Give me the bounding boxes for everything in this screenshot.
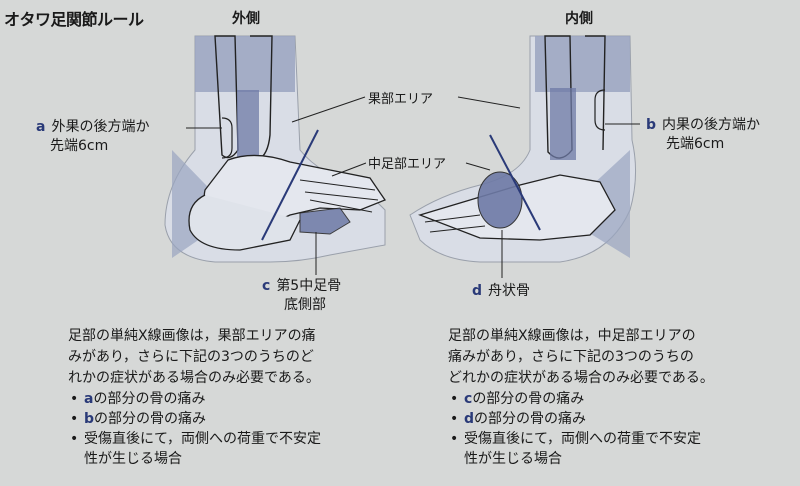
callout-b: b 内果の後方端か 先端6cm <box>646 116 760 154</box>
right-criteria-text-item: の部分の骨の痛み <box>472 391 584 407</box>
left-criteria-item: bの部分の骨の痛み <box>68 409 398 429</box>
right-criteria-text: 足部の単純X線画像は，中足部エリアの 痛みがあり，さらに下記の3つのうちの どれ… <box>448 326 788 469</box>
right-text-line: 痛みがあり，さらに下記の3つのうちの <box>448 347 788 368</box>
left-criteria-text-item: の部分の骨の痛み <box>93 391 205 407</box>
right-criteria-continuation: 性が生じる場合 <box>464 451 562 467</box>
callout-a-line1: 外果の後方端か <box>51 119 149 135</box>
lateral-foot-illustration <box>165 36 385 262</box>
midfoot-zone-label: 中足部エリア <box>366 153 448 172</box>
left-criteria-text: 足部の単純X線画像は，果部エリアの痛 みがあり，さらに下記の3つのうちのど れか… <box>68 326 398 469</box>
callout-c-line2: 底側部 <box>262 296 341 315</box>
callout-d: d 舟状骨 <box>472 282 530 301</box>
callout-d-line1: 舟状骨 <box>488 283 530 299</box>
leader-malleolar-left <box>292 97 365 122</box>
leader-midfoot-right <box>466 163 490 170</box>
left-criteria-continuation: 性が生じる場合 <box>84 451 182 467</box>
left-text-line: れかの症状がある場合のみ必要である。 <box>68 368 398 389</box>
left-criteria-list: aの部分の骨の痛み bの部分の骨の痛み 受傷直後にて，両側への荷重で不安定性が生… <box>68 389 398 469</box>
left-text-line: みがあり，さらに下記の3つのうちのど <box>68 347 398 368</box>
right-criteria-list: cの部分の骨の痛み dの部分の骨の痛み 受傷直後にて，両側への荷重で不安定性が生… <box>448 389 788 469</box>
callout-a: a 外果の後方端か 先端6cm <box>36 118 149 156</box>
leader-malleolar-right <box>458 97 520 108</box>
lateral-view-label: 外側 <box>232 8 260 28</box>
right-criteria-text-item: 受傷直後にて，両側への荷重で不安定 <box>464 431 701 447</box>
malleolar-zone-label: 果部エリア <box>366 88 435 107</box>
right-criteria-letter: d <box>464 411 474 427</box>
callout-c-letter: c <box>262 278 270 294</box>
callout-d-letter: d <box>472 283 482 299</box>
left-text-line: 足部の単純X線画像は，果部エリアの痛 <box>68 326 398 347</box>
medial-foot-illustration <box>410 36 640 262</box>
left-criteria-item: aの部分の骨の痛み <box>68 389 398 409</box>
callout-c: c 第5中足骨 底側部 <box>262 277 341 315</box>
left-criteria-letter: b <box>84 411 94 427</box>
callout-b-line1: 内果の後方端か <box>662 117 760 133</box>
callout-b-letter: b <box>646 117 656 133</box>
callout-a-letter: a <box>36 119 45 135</box>
right-criteria-item: cの部分の骨の痛み <box>448 389 788 409</box>
left-criteria-text-item: 受傷直後にて，両側への荷重で不安定 <box>84 431 321 447</box>
medial-view-label: 内側 <box>565 8 593 28</box>
callout-c-line1: 第5中足骨 <box>276 278 341 294</box>
callout-a-line2: 先端6cm <box>36 137 149 156</box>
right-text-line: どれかの症状がある場合のみ必要である。 <box>448 368 788 389</box>
right-criteria-item: dの部分の骨の痛み <box>448 409 788 429</box>
page-title: オタワ足関節ルール <box>4 6 144 30</box>
right-text-line: 足部の単純X線画像は，中足部エリアの <box>448 326 788 347</box>
right-criteria-text-item: の部分の骨の痛み <box>474 411 586 427</box>
callout-b-line2: 先端6cm <box>646 135 760 154</box>
left-criteria-text-item: の部分の骨の痛み <box>94 411 206 427</box>
